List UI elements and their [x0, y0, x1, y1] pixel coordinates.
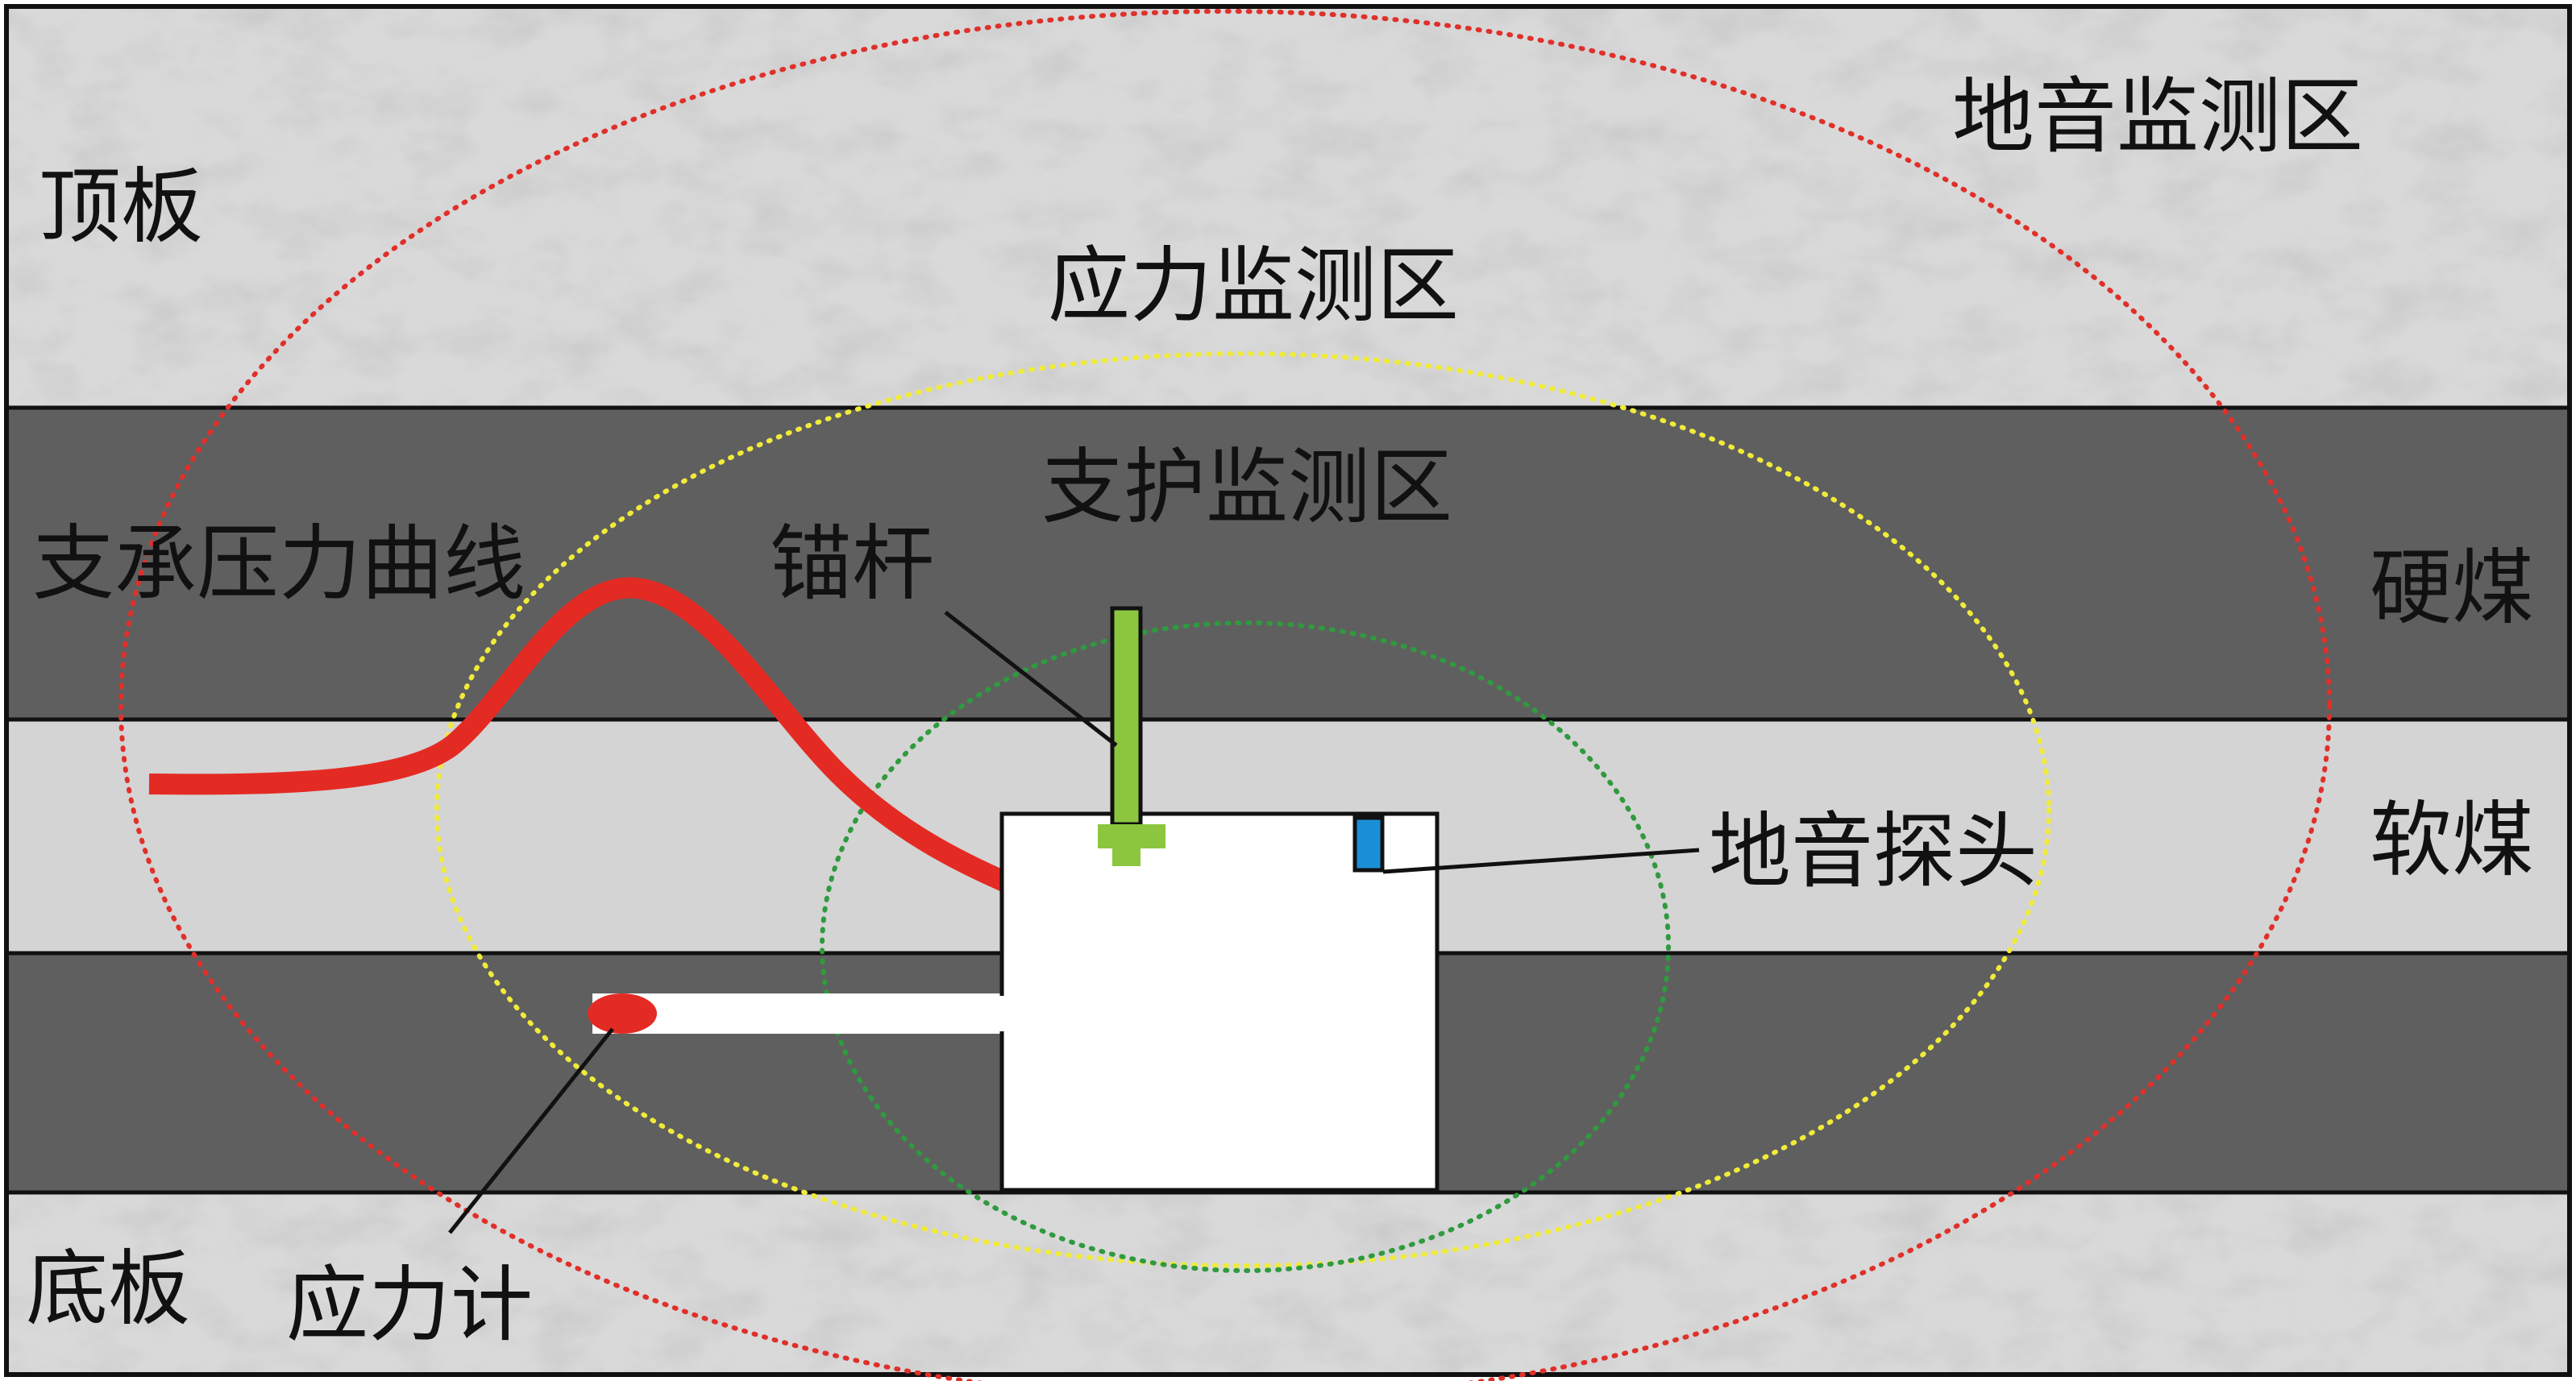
- support-zone-ellipse: [820, 620, 1671, 1273]
- microseismic-probe: [1352, 815, 1385, 873]
- monitoring-zones: [118, 9, 2332, 1381]
- anchor-bolt-nut: [1112, 848, 1141, 866]
- stress-meter: [588, 993, 657, 1034]
- stress-zone-label: 应力监测区: [1048, 238, 1459, 334]
- stress-meter-label: 应力计: [286, 1258, 533, 1354]
- hard-coal-upper-layer: [6, 408, 2570, 720]
- stress-meter-borehole: [592, 993, 1008, 1034]
- roadway: [592, 811, 1440, 1192]
- stress-meter-leader: [448, 1027, 614, 1234]
- anchor-bolt-leader: [944, 611, 1118, 747]
- abutment-pressure-curve-label: 支承压力曲线: [32, 516, 526, 612]
- anchor-bolt-plate: [1098, 824, 1165, 848]
- floor-label: 底板: [26, 1242, 190, 1337]
- frame-border: [4, 4, 2572, 1377]
- roof-rock-texture: [6, 6, 2570, 408]
- microseismic-probe-leader: [1382, 848, 1700, 874]
- stress-zone-ellipse: [434, 351, 2051, 1268]
- labels: 顶板 地音监测区 应力监测区 支护监测区 支承压力曲线 锚杆 硬煤 地音探头 软…: [26, 69, 2534, 1354]
- microseismic-probe-label: 地音探头: [1709, 804, 2038, 900]
- anchor-bolt: [1098, 606, 1165, 866]
- anchor-bolt-rod: [1110, 606, 1143, 827]
- anchor-bolt-label: 锚杆: [770, 516, 934, 612]
- hard-coal-label: 硬煤: [2370, 541, 2534, 637]
- roof-label: 顶板: [39, 160, 203, 255]
- abutment-pressure-curve: [148, 577, 1016, 894]
- leader-lines: [448, 611, 1700, 1234]
- support-zone-label: 支护监测区: [1041, 440, 1452, 536]
- microseismic-zone-label: 地音监测区: [1952, 69, 2363, 165]
- soft-coal-label: 软煤: [2370, 793, 2534, 889]
- microseismic-zone-ellipse: [118, 9, 2332, 1381]
- borehole-mouth-mask: [998, 996, 1009, 1031]
- floor-rock-texture: [6, 1192, 2570, 1375]
- roadway-section: [999, 811, 1440, 1192]
